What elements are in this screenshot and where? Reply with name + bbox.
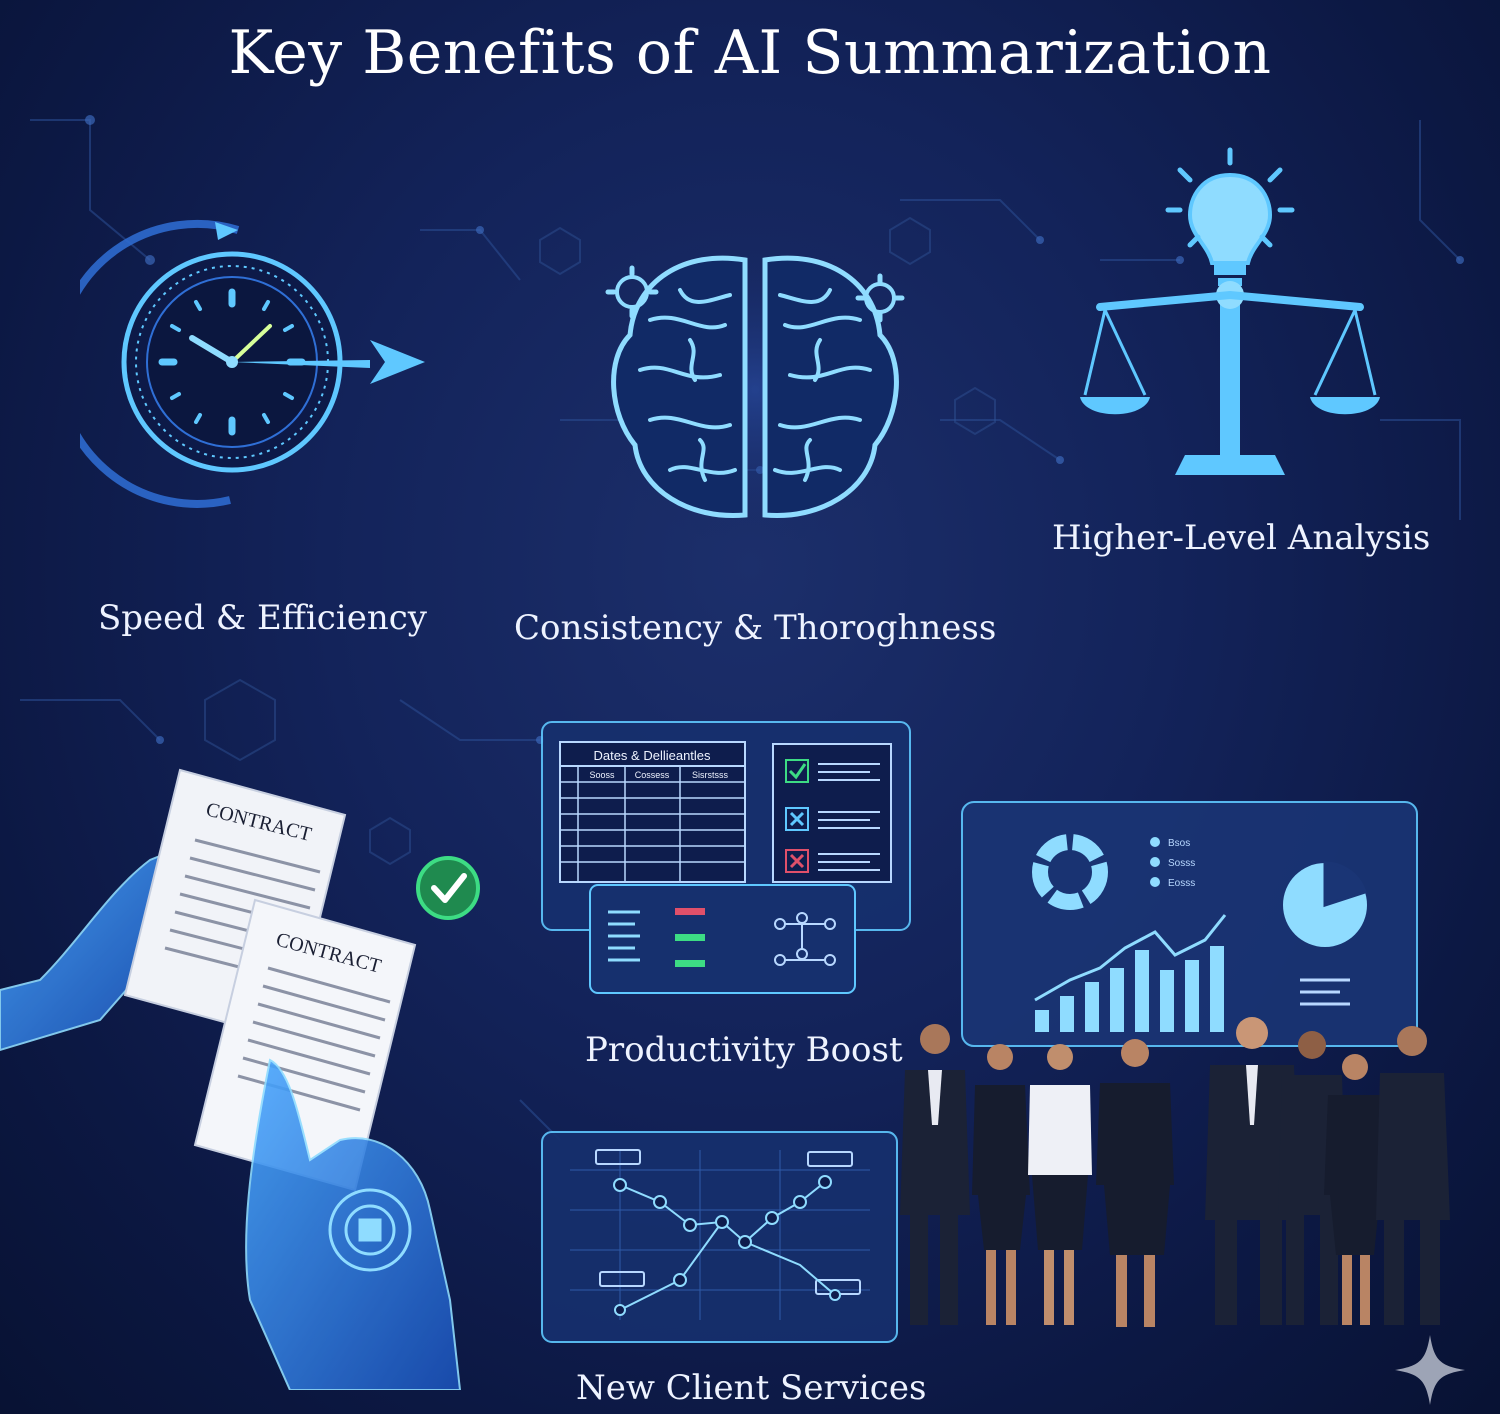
person: [1205, 1017, 1300, 1325]
sparkle-icon: [1395, 1335, 1465, 1405]
analytics-panel: Bsos Sosss Eosss: [961, 801, 1418, 1047]
brain-icon: [595, 240, 915, 540]
legend-item-2: Sosss: [1168, 858, 1195, 869]
contract-review-illustration: CONTRACT CONTRACT: [0, 768, 480, 1390]
clock-icon: [80, 219, 425, 508]
legend-item-3: Eosss: [1168, 878, 1195, 889]
person: [972, 1044, 1030, 1325]
person: [1376, 1026, 1450, 1325]
table-header-1: Sooss: [589, 770, 615, 780]
check-icon: [416, 856, 480, 920]
person: [900, 1024, 970, 1325]
person: [1324, 1054, 1386, 1325]
person: [1028, 1044, 1092, 1325]
legend-item-1: Bsos: [1168, 838, 1190, 849]
benefit-analysis-label: Higher-Level Analysis: [1052, 518, 1431, 558]
table-header-3: Sisrstsss: [692, 770, 729, 780]
dashboard-icon: Dates & Dellieantles Sooss Cossess Sisrs…: [541, 721, 911, 994]
page-title: Key Benefits of AI Summarization: [228, 18, 1272, 88]
scales-icon: [1080, 147, 1380, 475]
benefit-client-label: New Client Services: [576, 1368, 927, 1408]
team-illustration: [900, 1017, 1450, 1327]
benefit-speed-label: Speed & Efficiency: [98, 598, 427, 638]
contract-icon: CONTRACT: [193, 898, 417, 1192]
table-title: Dates & Dellieantles: [593, 748, 711, 763]
benefit-consistency-label: Consistency & Thoroghness: [514, 608, 997, 648]
table-header-2: Cossess: [635, 770, 670, 780]
lightbulb-icon: [1165, 147, 1295, 286]
benefit-productivity-label: Productivity Boost: [585, 1030, 903, 1070]
network-panel: [541, 1131, 898, 1343]
person: [1096, 1039, 1174, 1327]
